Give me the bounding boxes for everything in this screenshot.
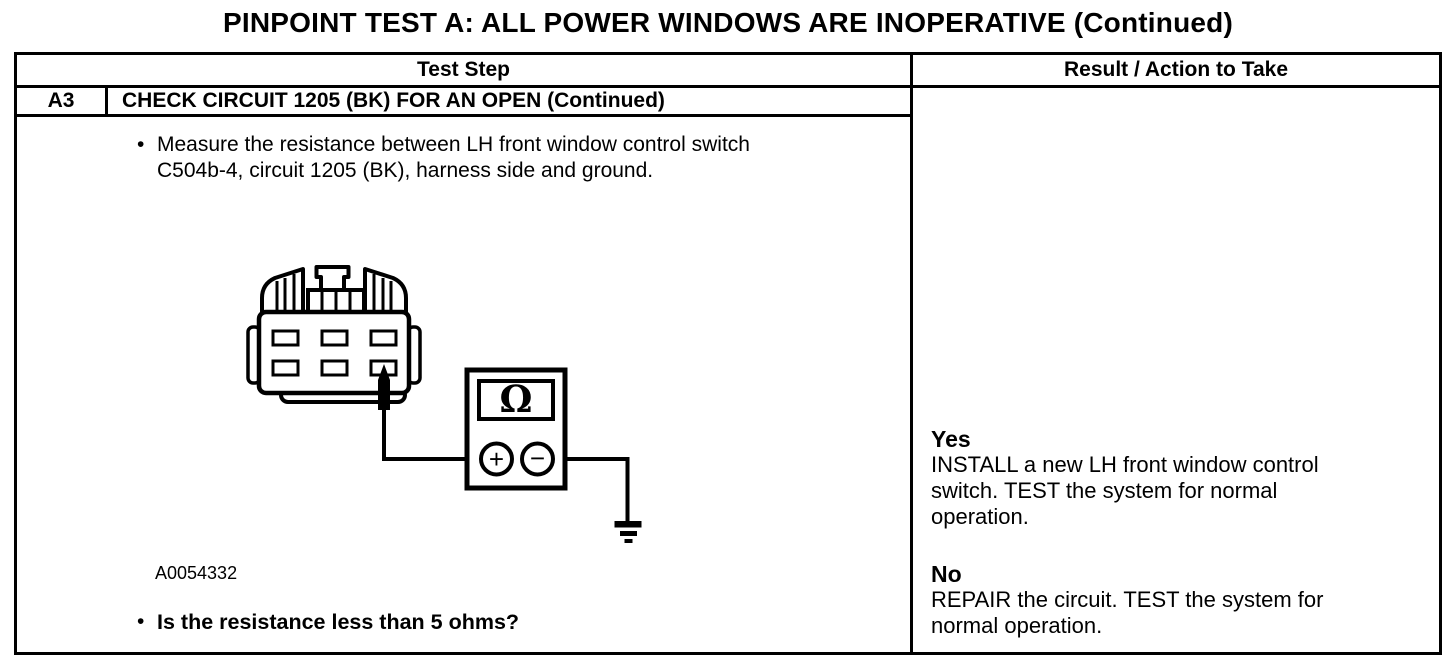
no-label: No: [931, 561, 962, 587]
no-action-text: REPAIR the circuit. TEST the system for …: [931, 587, 1324, 638]
no-result-block: No REPAIR the circuit. TEST the system f…: [931, 561, 1431, 639]
instruction-item: • Measure the resistance between LH fron…: [137, 132, 750, 184]
table-body-row: A3 CHECK CIRCUIT 1205 (BK) FOR AN OPEN (…: [17, 88, 1439, 652]
step-heading: CHECK CIRCUIT 1205 (BK) FOR AN OPEN (Con…: [122, 89, 665, 112]
bullet-icon: •: [137, 610, 145, 633]
result-action-cell: Yes INSTALL a new LH front window contro…: [913, 88, 1439, 652]
test-step-column-header: Test Step: [17, 55, 913, 85]
table-header-row: Test Step Result / Action to Take: [17, 55, 1439, 88]
instruction-text: Measure the resistance between LH front …: [157, 133, 750, 182]
yes-label: Yes: [931, 426, 971, 452]
question-text: Is the resistance less than 5 ohms?: [157, 610, 520, 634]
yes-action-text: INSTALL a new LH front window control sw…: [931, 452, 1319, 529]
pinpoint-test-table: Test Step Result / Action to Take A3 CHE…: [14, 52, 1442, 655]
figure-number: A0054332: [155, 563, 238, 583]
page-title: PINPOINT TEST A: ALL POWER WINDOWS ARE I…: [223, 7, 1233, 38]
step-header-row: A3 CHECK CIRCUIT 1205 (BK) FOR AN OPEN (…: [17, 88, 910, 117]
yes-result-block: Yes INSTALL a new LH front window contro…: [931, 426, 1431, 530]
result-action-column-header: Result / Action to Take: [1063, 58, 1289, 81]
step-id: A3: [17, 88, 108, 114]
question-item: • Is the resistance less than 5 ohms?: [137, 609, 519, 635]
bullet-icon: •: [137, 133, 145, 156]
test-step-cell: A3 CHECK CIRCUIT 1205 (BK) FOR AN OPEN (…: [17, 88, 913, 652]
